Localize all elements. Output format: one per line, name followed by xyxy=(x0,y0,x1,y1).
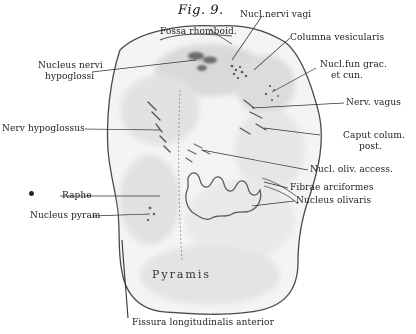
label-caput-colum-line2: post. xyxy=(359,142,382,152)
label-nucl-fun-grac-line2: et cun. xyxy=(331,71,363,81)
label-raphe: Raphe xyxy=(62,191,92,201)
label-nerv-vagus: Nerv. vagus xyxy=(346,98,401,108)
label-nucleus-nervi-hypoglossi-line2: hypoglossi xyxy=(45,72,94,82)
label-nucleus-olivaris: Nucleus olivaris xyxy=(296,196,371,206)
label-nucleus-nervi-hypoglossi-line1: Nucleus nervi xyxy=(38,61,103,71)
label-fibrae-arciformes: Fibrae arciformes xyxy=(290,183,374,193)
label-nucl-nervi-vagi: Nucl.nervi vagi xyxy=(240,10,311,20)
label-caput-colum-line1: Caput colum. xyxy=(343,131,405,141)
raphe-marker xyxy=(29,191,34,196)
label-fossa-rhomboid: Fossa rhomboid. xyxy=(160,27,237,37)
label-columna-vesicularis: Columna vesicularis xyxy=(290,33,384,43)
label-pyramis: Pyramis xyxy=(152,268,211,281)
figure-title: Fig. 9. xyxy=(178,3,224,18)
label-fissura-longitudinalis-anterior: Fissura longitudinalis anterior xyxy=(132,318,274,328)
label-nerv-hypoglossus: Nerv hypoglossus xyxy=(2,124,85,134)
label-nucl-oliv-access: Nucl. oliv. access. xyxy=(310,165,393,175)
label-nucl-fun-grac-line1: Nucl.fun grac. xyxy=(320,60,387,70)
label-nucleus-pyram: Nucleus pyram xyxy=(30,211,101,221)
